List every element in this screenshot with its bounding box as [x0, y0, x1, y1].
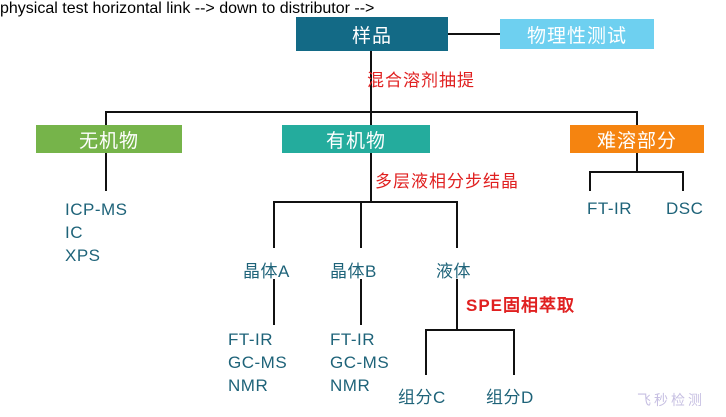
method-crystal-a-2: NMR [228, 376, 269, 395]
drop-component-c [425, 329, 427, 375]
link-inorganic-down [105, 153, 107, 191]
methods-crystal-b: FT-IR GC-MS NMR [330, 328, 389, 397]
method-crystal-b-0: FT-IR [330, 330, 375, 349]
method-insoluble-ftir: FT-IR [587, 199, 632, 218]
node-organic-label: 有机物 [325, 130, 386, 152]
node-crystal-b[interactable]: 晶体B [330, 262, 377, 281]
distributor-bar-insoluble [589, 171, 684, 173]
annotation-crystallization: 多层液相分步结晶 [375, 172, 519, 191]
node-component-d[interactable]: 组分D [486, 388, 534, 407]
annotation-extraction: 混合溶剂抽提 [367, 71, 475, 90]
node-organic[interactable]: 有机物 [282, 125, 430, 153]
node-component-c[interactable]: 组分C [398, 388, 446, 407]
watermark-label: 飞秒检测 [637, 392, 705, 408]
distributor-bar-organic [273, 201, 458, 203]
node-physical-test[interactable]: 物理性测试 [500, 19, 654, 49]
node-liquid[interactable]: 液体 [436, 262, 471, 281]
node-sample[interactable]: 样品 [296, 17, 448, 51]
link-insoluble-down [636, 153, 638, 172]
node-inorganic-label: 无机物 [78, 130, 139, 152]
method-crystal-a-0: FT-IR [228, 330, 273, 349]
link-sample-to-physical [448, 33, 500, 35]
node-inorganic[interactable]: 无机物 [36, 125, 182, 153]
method-inorganic-1: IC [65, 223, 83, 242]
link-organic-down [370, 153, 372, 202]
drop-component-d [513, 329, 515, 375]
method-crystal-a-1: GC-MS [228, 353, 288, 372]
method-insoluble-dsc: DSC [666, 199, 704, 218]
node-crystal-a[interactable]: 晶体A [243, 262, 290, 281]
link-crystal-a-down [273, 279, 275, 325]
drop-insoluble-dsc [682, 171, 684, 191]
drop-liquid [456, 201, 458, 248]
method-crystal-b-1: GC-MS [330, 353, 390, 372]
node-sample-label: 样品 [351, 25, 392, 47]
drop-insoluble-ftir [589, 171, 591, 191]
link-sample-down [370, 51, 372, 112]
methods-inorganic: ICP-MS IC XPS [65, 198, 128, 267]
node-insoluble[interactable]: 难溶部分 [570, 125, 704, 153]
drop-crystal-b [360, 201, 362, 248]
link-crystal-b-down [360, 279, 362, 325]
distributor-bar-spe [425, 329, 515, 331]
method-inorganic-0: ICP-MS [65, 200, 128, 219]
methods-crystal-a: FT-IR GC-MS NMR [228, 328, 287, 397]
drop-crystal-a [273, 201, 275, 248]
node-physical-test-label: 物理性测试 [526, 25, 627, 47]
drop-insoluble [636, 111, 638, 125]
method-inorganic-2: XPS [65, 246, 101, 265]
link-liquid-down [456, 279, 458, 330]
drop-organic [370, 111, 372, 125]
node-insoluble-label: 难溶部分 [596, 130, 677, 152]
annotation-spe: SPE固相萃取 [466, 296, 576, 315]
method-crystal-b-2: NMR [330, 376, 371, 395]
drop-inorganic [105, 111, 107, 125]
